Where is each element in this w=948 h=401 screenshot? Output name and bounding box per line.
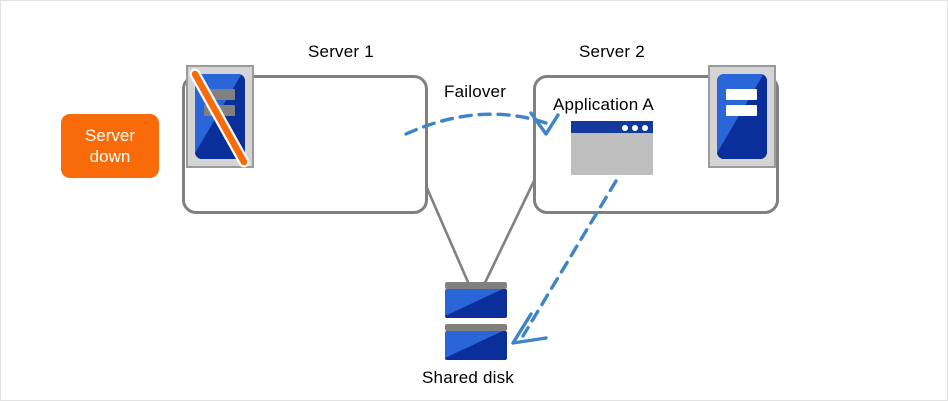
shared-disk-icon [445,282,507,360]
server-down-slash-icon [191,70,248,166]
server-down-badge: Server down [61,114,159,178]
shared-disk-label: Shared disk [422,368,514,387]
app-window-titlebar [571,121,653,133]
server-1-label: Server 1 [308,42,374,61]
failover-arrow-curve [404,112,548,136]
tower-bar-bottom [726,105,757,117]
application-a-window[interactable] [571,121,653,175]
failover-arrowhead-icon [529,111,560,136]
app-to-disk-arrow-line [521,179,618,338]
app-window-body [571,133,653,175]
disk-cap [445,282,507,289]
badge-line-2: down [89,147,131,166]
failover-label: Failover [444,82,507,101]
app-to-disk-arrowhead-icon [511,312,548,345]
disk-unit [445,282,507,318]
disk-body [445,331,507,360]
badge-line-1: Server [84,126,136,145]
disk-cap [445,324,507,331]
disk-unit [445,324,507,360]
server-tower-icon-active [708,65,776,168]
window-dot-icon [632,124,638,131]
server-2-label: Server 2 [579,42,645,61]
application-a-label: Application A [553,95,654,114]
tower-bar-top [204,89,235,101]
window-dot-icon [642,124,648,131]
tower-body [717,74,767,159]
disk-body [445,289,507,318]
tower-bar-top [726,89,757,101]
window-dot-icon [622,124,628,131]
